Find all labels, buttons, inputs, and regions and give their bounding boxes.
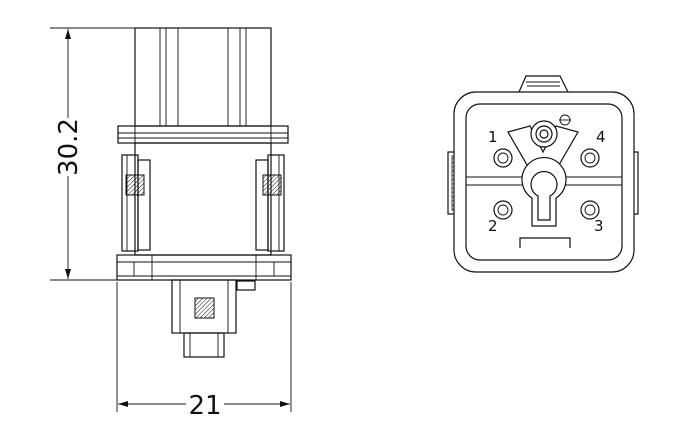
right-screw-icon: [262, 174, 282, 196]
pin-label-3: 3: [594, 217, 604, 235]
left-screw-icon: [125, 174, 145, 196]
bottom-screw-icon: [194, 297, 215, 319]
width-dimension: 21: [116, 282, 292, 421]
height-dimension: 30.2: [50, 27, 135, 281]
cable-housing: [134, 27, 272, 127]
height-dimension-label: 30.2: [54, 118, 84, 176]
pin-label-4: 4: [596, 128, 606, 146]
collar: [117, 125, 289, 144]
contact-pin-4: [580, 148, 600, 168]
top-clip: [518, 75, 569, 93]
keyhole: [521, 157, 567, 227]
pin-label-1: 1: [488, 128, 498, 146]
contact-pin-2: [493, 200, 513, 220]
side-view: [116, 27, 292, 358]
base-flange: [116, 254, 292, 281]
ground-screw-icon: [530, 114, 571, 148]
contact-pin-3: [580, 200, 600, 220]
width-dimension-label: 21: [188, 391, 221, 421]
mounting-screw: [171, 279, 256, 358]
front-view: 1 4 2 3: [447, 75, 639, 273]
pin-label-2: 2: [488, 217, 498, 235]
contact-pin-1: [493, 148, 513, 168]
main-body: [121, 142, 285, 256]
